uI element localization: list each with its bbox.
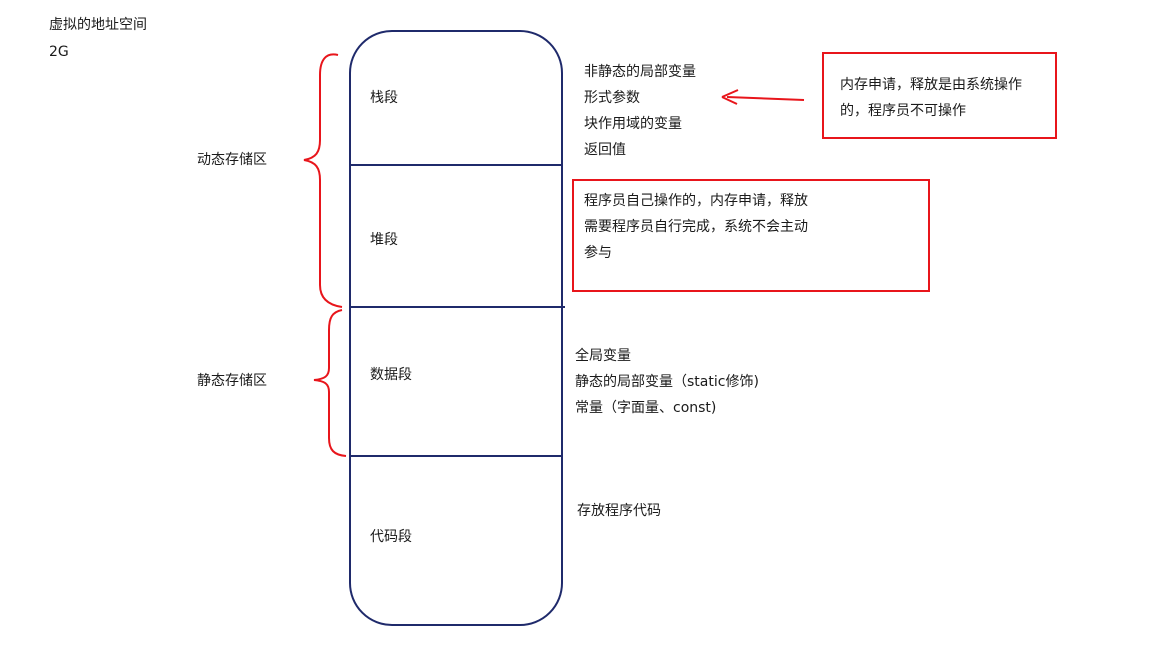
callout-arrow-head [721, 89, 739, 105]
heap-callout-line: 参与 [584, 245, 612, 261]
heap-callout-text: 程序员自己操作的，内存申请，释放 需要程序员自行完成，系统不会主动 参与 [584, 188, 808, 266]
heap-callout-line: 需要程序员自行完成，系统不会主动 [584, 219, 808, 235]
data-note: 静态的局部变量（static修饰) [575, 374, 759, 390]
code-note: 存放程序代码 [577, 503, 661, 519]
heap-callout-box [572, 179, 930, 292]
data-notes: 全局变量 静态的局部变量（static修饰) 常量（字面量、const) [575, 343, 759, 421]
callout-arrow-line [726, 96, 805, 101]
stack-callout-line: 的，程序员不可操作 [840, 103, 966, 119]
address-space-size: 2G [49, 44, 69, 60]
stack-note: 块作用域的变量 [584, 116, 682, 132]
stack-callout-text: 内存申请，释放是由系统操作 的，程序员不可操作 [840, 72, 1022, 124]
static-region-label: 静态存储区 [197, 373, 267, 389]
stack-note: 形式参数 [584, 90, 640, 106]
data-note: 全局变量 [575, 348, 631, 364]
heap-segment-label: 堆段 [370, 232, 398, 248]
dynamic-region-label: 动态存储区 [197, 152, 267, 168]
stack-callout-line: 内存申请，释放是由系统操作 [840, 77, 1022, 93]
heap-callout-line: 程序员自己操作的，内存申请，释放 [584, 193, 808, 209]
stack-note: 返回值 [584, 142, 626, 158]
data-segment-label: 数据段 [370, 367, 412, 383]
code-segment-label: 代码段 [370, 529, 412, 545]
static-region-brace [313, 309, 347, 457]
stack-note: 非静态的局部变量 [584, 64, 696, 80]
stack-segment-label: 栈段 [370, 90, 398, 106]
stack-notes: 非静态的局部变量 形式参数 块作用域的变量 返回值 [584, 59, 696, 163]
memory-column [349, 30, 563, 626]
diagram-title: 虚拟的地址空间 [49, 17, 147, 33]
dynamic-region-brace [303, 53, 343, 308]
stack-callout-box [822, 52, 1057, 139]
data-note: 常量（字面量、const) [575, 400, 717, 416]
